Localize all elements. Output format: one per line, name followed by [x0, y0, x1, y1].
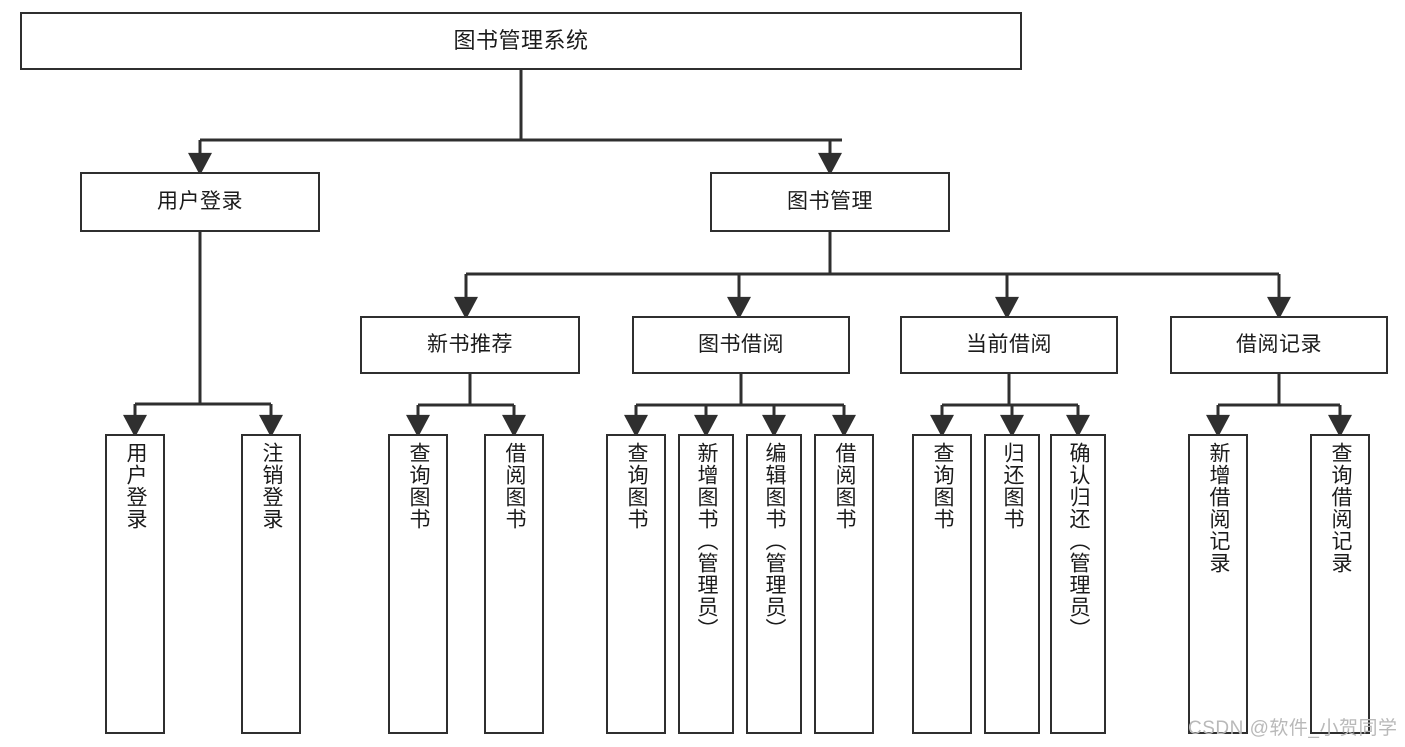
leaf-confirm-return-admin-label: 确认归还（管理员）: [1067, 442, 1091, 640]
node-current-borrow[interactable]: 当前借阅: [900, 316, 1118, 374]
node-new-book-recommend-label: 新书推荐: [427, 332, 513, 356]
leaf-user-login[interactable]: 用户登录: [105, 434, 165, 734]
node-book-management[interactable]: 图书管理: [710, 172, 950, 232]
node-book-borrow[interactable]: 图书借阅: [632, 316, 850, 374]
leaf-edit-book-admin[interactable]: 编辑图书（管理员）: [746, 434, 802, 734]
node-user-login-label: 用户登录: [157, 189, 243, 213]
leaf-borrow-book-new[interactable]: 借阅图书: [484, 434, 544, 734]
leaf-return-book[interactable]: 归还图书: [984, 434, 1040, 734]
leaf-edit-book-admin-label: 编辑图书（管理员）: [763, 442, 787, 640]
node-borrow-record[interactable]: 借阅记录: [1170, 316, 1388, 374]
node-book-borrow-label: 图书借阅: [698, 332, 784, 356]
leaf-add-borrow-record[interactable]: 新增借阅记录: [1188, 434, 1248, 734]
leaf-query-book-borrow-label: 查询图书: [625, 442, 649, 530]
leaf-user-login-label: 用户登录: [124, 442, 148, 530]
leaf-logout-label: 注销登录: [260, 442, 284, 530]
leaf-query-book-current[interactable]: 查询图书: [912, 434, 972, 734]
node-borrow-record-label: 借阅记录: [1236, 332, 1322, 356]
leaf-add-borrow-record-label: 新增借阅记录: [1207, 442, 1231, 574]
leaf-query-book-new[interactable]: 查询图书: [388, 434, 448, 734]
node-current-borrow-label: 当前借阅: [966, 332, 1052, 356]
node-user-login[interactable]: 用户登录: [80, 172, 320, 232]
leaf-query-book-current-label: 查询图书: [931, 442, 955, 530]
csdn-watermark: CSDN @软件_小贺同学: [1188, 718, 1398, 739]
node-book-management-label: 图书管理: [787, 189, 873, 213]
leaf-logout[interactable]: 注销登录: [241, 434, 301, 734]
node-root-label: 图书管理系统: [453, 28, 589, 54]
leaf-borrow-book-label: 借阅图书: [833, 442, 857, 530]
leaf-query-book-borrow[interactable]: 查询图书: [606, 434, 666, 734]
leaf-query-borrow-record[interactable]: 查询借阅记录: [1310, 434, 1370, 734]
leaf-borrow-book[interactable]: 借阅图书: [814, 434, 874, 734]
leaf-confirm-return-admin[interactable]: 确认归还（管理员）: [1050, 434, 1106, 734]
node-new-book-recommend[interactable]: 新书推荐: [360, 316, 580, 374]
leaf-add-book-admin-label: 新增图书（管理员）: [695, 442, 719, 640]
leaf-query-book-new-label: 查询图书: [407, 442, 431, 530]
leaf-borrow-book-new-label: 借阅图书: [503, 442, 527, 530]
leaf-query-borrow-record-label: 查询借阅记录: [1329, 442, 1353, 574]
leaf-return-book-label: 归还图书: [1001, 442, 1025, 530]
node-root[interactable]: 图书管理系统: [20, 12, 1022, 70]
leaf-add-book-admin[interactable]: 新增图书（管理员）: [678, 434, 734, 734]
